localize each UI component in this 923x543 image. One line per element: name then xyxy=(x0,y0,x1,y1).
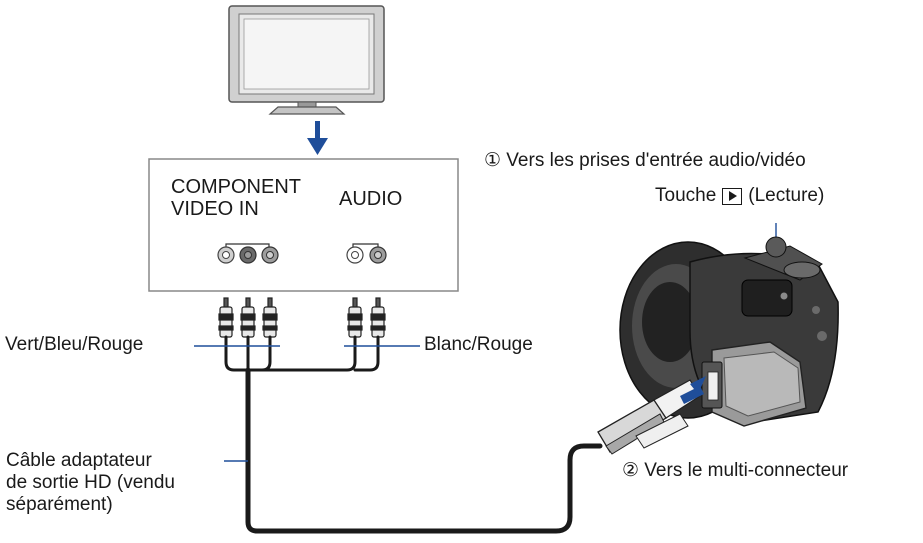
hd-adapter-cable xyxy=(224,335,603,534)
cable-label-line3: séparément) xyxy=(6,494,113,515)
tv-icon xyxy=(228,5,385,115)
callout-audio-plugs: Blanc/Rouge xyxy=(424,334,533,355)
camera-icon xyxy=(619,236,839,427)
multi-connector-plug xyxy=(597,376,706,455)
arrow-down-icon xyxy=(307,121,328,155)
play-icon xyxy=(722,187,743,205)
component-label-line1: COMPONENT xyxy=(171,176,301,198)
component-label-line2: VIDEO IN xyxy=(171,198,259,220)
callout-playback-button: Touche (Lecture) xyxy=(655,185,824,207)
callout-step1: ① Vers les prises d'entrée audio/vidéo xyxy=(484,150,806,171)
cable-label-line1: Câble adaptateur xyxy=(6,450,152,471)
tv-input-panel xyxy=(148,158,459,292)
component-video-label: COMPONENT VIDEO IN xyxy=(171,176,301,220)
plug-white xyxy=(347,297,363,338)
plug-red-video xyxy=(262,297,278,338)
callout-cable: Câble adaptateur de sortie HD (vendu sép… xyxy=(6,450,175,516)
callout-video-plugs: Vert/Bleu/Rouge xyxy=(5,334,144,355)
callout-step2: ② Vers le multi-connecteur xyxy=(622,460,849,481)
cable-label-line2: de sortie HD (vendu xyxy=(6,472,175,493)
plug-blue xyxy=(240,297,256,338)
playback-suffix: (Lecture) xyxy=(748,185,825,206)
plug-red-audio xyxy=(370,297,386,338)
rca-plugs xyxy=(218,297,386,338)
plug-green xyxy=(218,297,234,338)
audio-jacks xyxy=(346,243,387,264)
playback-prefix: Touche xyxy=(655,185,717,206)
audio-label: AUDIO xyxy=(339,188,403,210)
component-jacks xyxy=(217,243,279,264)
